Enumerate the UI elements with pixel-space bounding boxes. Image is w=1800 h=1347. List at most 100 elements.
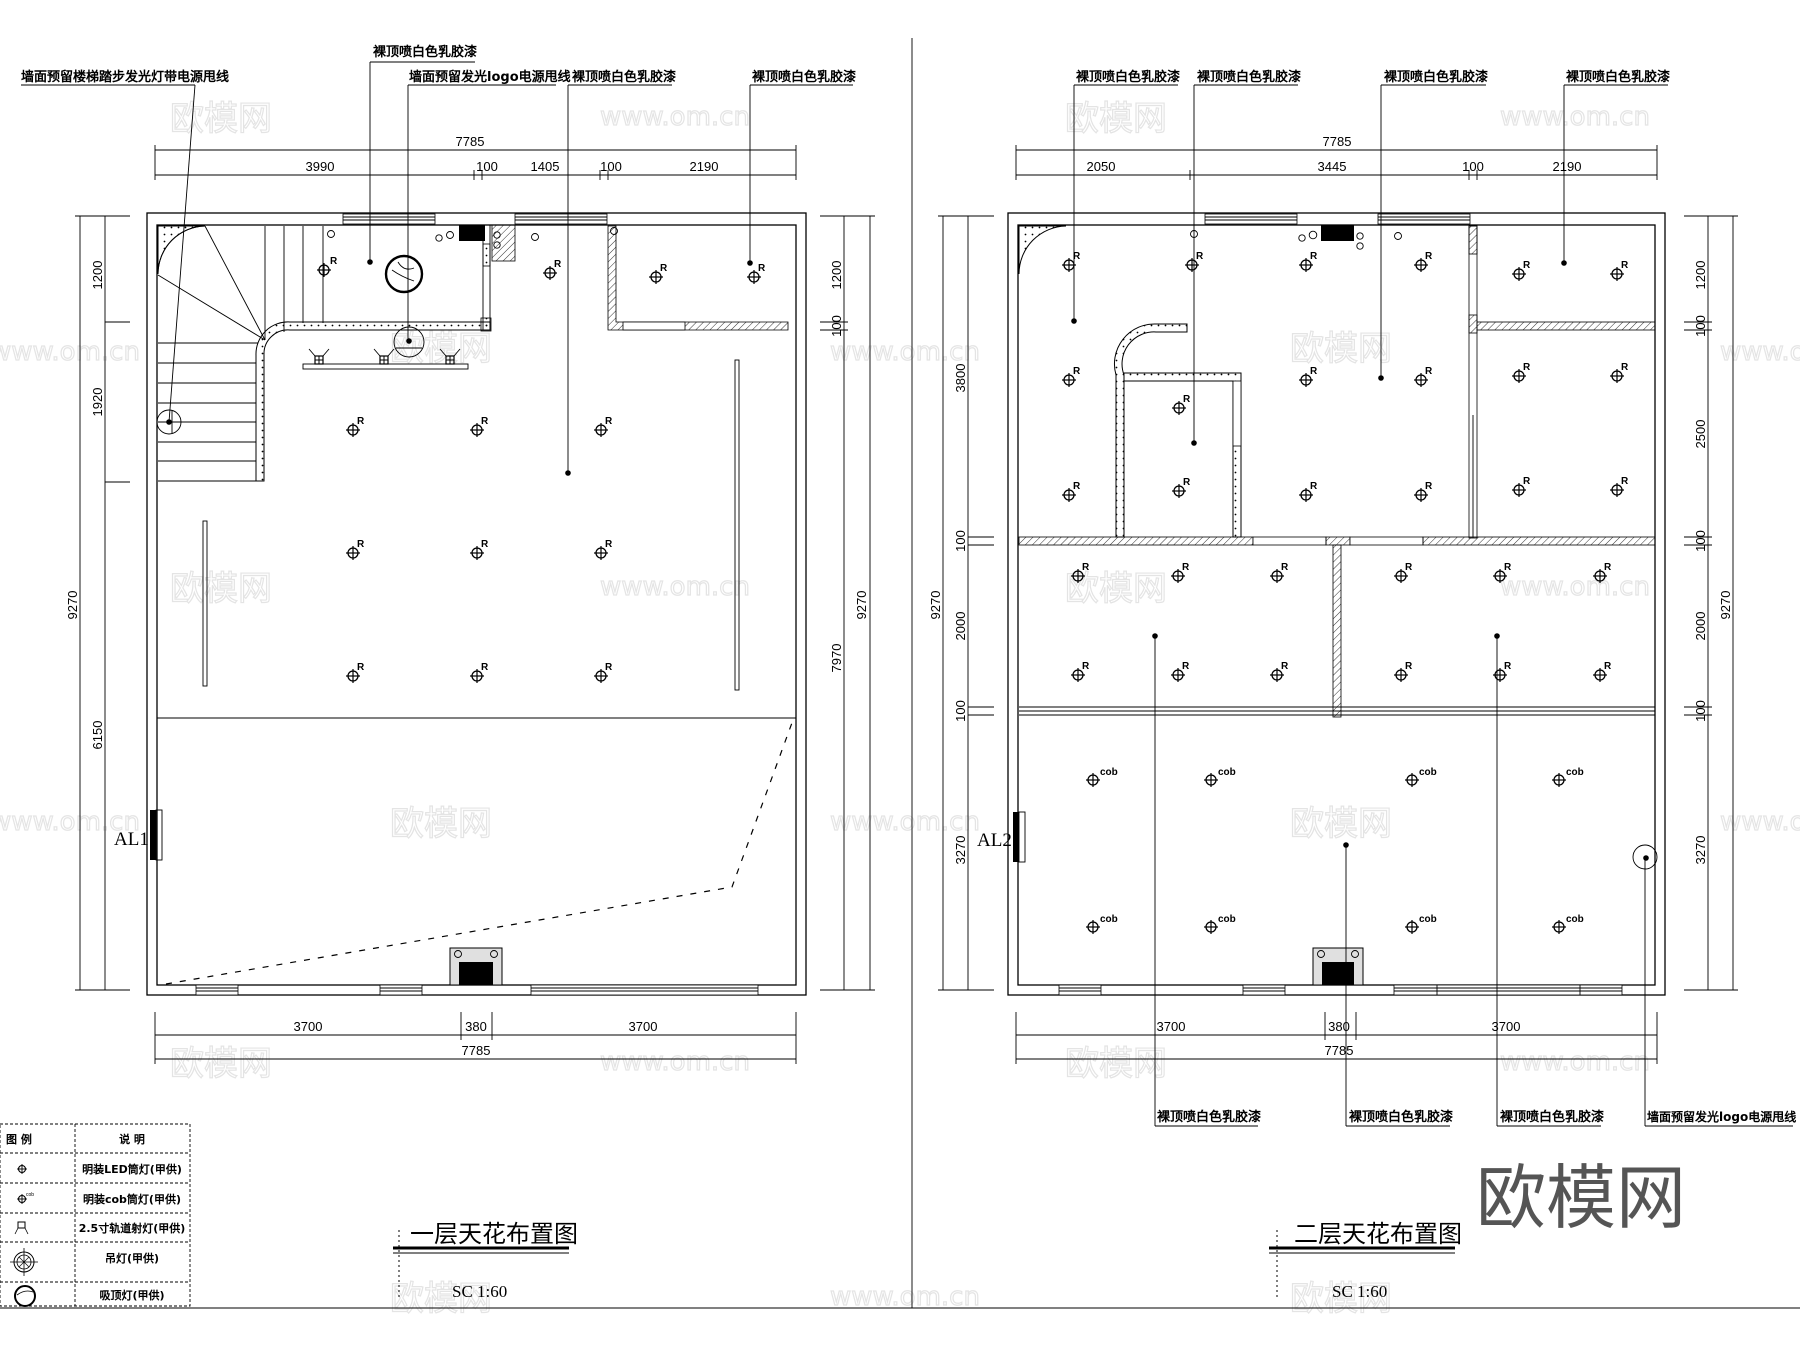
svg-text:cob: cob xyxy=(1566,767,1584,778)
cob-downlight-icon: cob xyxy=(17,1192,34,1204)
plan2-cob-downlights: cob cob cob cob cob cob cob cob xyxy=(1085,767,1584,935)
svg-text:9270: 9270 xyxy=(65,591,80,620)
svg-text:1200: 1200 xyxy=(90,261,105,290)
svg-text:R: R xyxy=(357,416,365,427)
svg-text:100: 100 xyxy=(829,315,844,337)
svg-text:欧模网: 欧模网 xyxy=(170,1044,272,1084)
svg-text:cob: cob xyxy=(1100,914,1118,925)
svg-text:100: 100 xyxy=(600,159,622,174)
svg-text:R: R xyxy=(554,259,562,270)
plan1-panel-label: AL1 xyxy=(114,829,149,850)
svg-text:欧模网: 欧模网 xyxy=(170,569,272,609)
plan2-note-bottom-2: 裸顶喷白色乳胶漆 xyxy=(1349,1109,1453,1125)
brand-logo: 欧模网 xyxy=(1476,1157,1686,1239)
plan2-dims-right xyxy=(1684,215,1738,991)
svg-text:www.om.cn: www.om.cn xyxy=(830,1282,980,1312)
plan2-note-bottom-3: 裸顶喷白色乳胶漆 xyxy=(1500,1109,1604,1125)
svg-text:欧模网: 欧模网 xyxy=(390,804,492,844)
svg-text:1200: 1200 xyxy=(829,261,844,290)
plan1-first-floor: R R R R R R R R R R R R R xyxy=(21,44,875,1301)
plan2-note-bottom-1: 裸顶喷白色乳胶漆 xyxy=(1157,1109,1261,1125)
note-ceiling-c: 裸顶喷白色乳胶漆 xyxy=(752,69,856,85)
svg-text:www.om.cn: www.om.cn xyxy=(0,807,140,837)
svg-text:R: R xyxy=(1523,476,1531,487)
svg-text:R: R xyxy=(1082,562,1090,573)
svg-text:欧模网: 欧模网 xyxy=(1065,99,1167,139)
svg-text:3700: 3700 xyxy=(1492,1019,1521,1034)
svg-text:R: R xyxy=(1183,477,1191,488)
svg-text:2500: 2500 xyxy=(1693,420,1708,449)
svg-text:图 例: 图 例 xyxy=(6,1132,32,1146)
svg-text:2190: 2190 xyxy=(690,159,719,174)
svg-text:100: 100 xyxy=(1693,315,1708,337)
svg-text:cob: cob xyxy=(1218,914,1236,925)
plan2-leaders xyxy=(1071,84,1793,1127)
svg-text:3700: 3700 xyxy=(294,1019,323,1034)
svg-text:R: R xyxy=(1504,661,1512,672)
svg-text:9270: 9270 xyxy=(1718,591,1733,620)
plan1-ceiling-light xyxy=(384,254,424,294)
plan1-scale: SC 1:60 xyxy=(452,1282,507,1301)
plan2-dims-bottom xyxy=(1015,1012,1658,1064)
svg-text:R: R xyxy=(1196,251,1204,262)
svg-text:欧模网: 欧模网 xyxy=(390,329,492,369)
plan2-dims-top xyxy=(1015,145,1658,180)
svg-text:www.om.cn: www.om.cn xyxy=(600,102,750,132)
svg-text:7785: 7785 xyxy=(1323,134,1352,149)
plan2-panel-label: AL2 xyxy=(977,830,1012,851)
plan2-scale: SC 1:60 xyxy=(1332,1282,1387,1301)
plan2-title: 二层天花布置图 xyxy=(1294,1220,1462,1248)
svg-text:明装cob筒灯(甲供): 明装cob筒灯(甲供) xyxy=(83,1192,181,1206)
svg-text:R: R xyxy=(1405,562,1413,573)
svg-text:R: R xyxy=(1621,362,1629,373)
svg-text:R: R xyxy=(1310,481,1318,492)
svg-text:R: R xyxy=(481,539,489,550)
plan1-stair-treads xyxy=(158,342,258,482)
svg-text:R: R xyxy=(1073,366,1081,377)
svg-text:R: R xyxy=(481,662,489,673)
svg-text:2000: 2000 xyxy=(1693,612,1708,641)
plan2-dims-left xyxy=(938,215,994,991)
svg-text:R: R xyxy=(357,662,365,673)
svg-text:R: R xyxy=(1182,562,1190,573)
svg-text:cob: cob xyxy=(1100,767,1118,778)
plan1-vent xyxy=(459,225,485,241)
svg-text:cob: cob xyxy=(1419,767,1437,778)
svg-text:100: 100 xyxy=(953,700,968,722)
svg-text:3800: 3800 xyxy=(953,364,968,393)
led-downlight-icon xyxy=(17,1164,27,1174)
plan2-note-top-2: 裸顶喷白色乳胶漆 xyxy=(1197,69,1301,85)
svg-text:7785: 7785 xyxy=(462,1043,491,1058)
plan2-entrance xyxy=(1312,947,1364,986)
svg-text:cob: cob xyxy=(1419,914,1437,925)
svg-text:R: R xyxy=(1073,251,1081,262)
plan2-note-top-3: 裸顶喷白色乳胶漆 xyxy=(1384,69,1488,85)
svg-text:R: R xyxy=(758,263,766,274)
svg-text:R: R xyxy=(660,263,668,274)
svg-text:www.om.cn: www.om.cn xyxy=(830,337,980,367)
svg-text:R: R xyxy=(481,416,489,427)
svg-text:欧模网: 欧模网 xyxy=(1290,1279,1392,1319)
svg-text:欧模网: 欧模网 xyxy=(1290,329,1392,369)
svg-text:www.om.cn: www.om.cn xyxy=(600,572,750,602)
svg-text:说 明: 说 明 xyxy=(119,1132,145,1146)
svg-text:R: R xyxy=(1604,562,1612,573)
svg-text:www.om.cn: www.om.cn xyxy=(1500,572,1650,602)
svg-text:www.om.cn: www.om.cn xyxy=(1500,102,1650,132)
svg-text:吊灯(甲供): 吊灯(甲供) xyxy=(105,1251,159,1265)
svg-text:3700: 3700 xyxy=(1157,1019,1186,1034)
svg-text:cob: cob xyxy=(1218,767,1236,778)
svg-text:欧模网: 欧模网 xyxy=(170,99,272,139)
svg-text:R: R xyxy=(1183,394,1191,405)
svg-text:R: R xyxy=(605,539,613,550)
pendant-light-icon xyxy=(10,1248,38,1276)
note-ceiling-a: 裸顶喷白色乳胶漆 xyxy=(373,44,477,60)
svg-text:www.om.cn: www.om.cn xyxy=(0,337,140,367)
svg-text:欧模网: 欧模网 xyxy=(390,1279,492,1319)
svg-text:7785: 7785 xyxy=(1325,1043,1354,1058)
plan2-panel-al2 xyxy=(1013,812,1019,862)
svg-text:欧模网: 欧模网 xyxy=(1065,569,1167,609)
svg-text:2190: 2190 xyxy=(1553,159,1582,174)
svg-text:R: R xyxy=(1604,661,1612,672)
